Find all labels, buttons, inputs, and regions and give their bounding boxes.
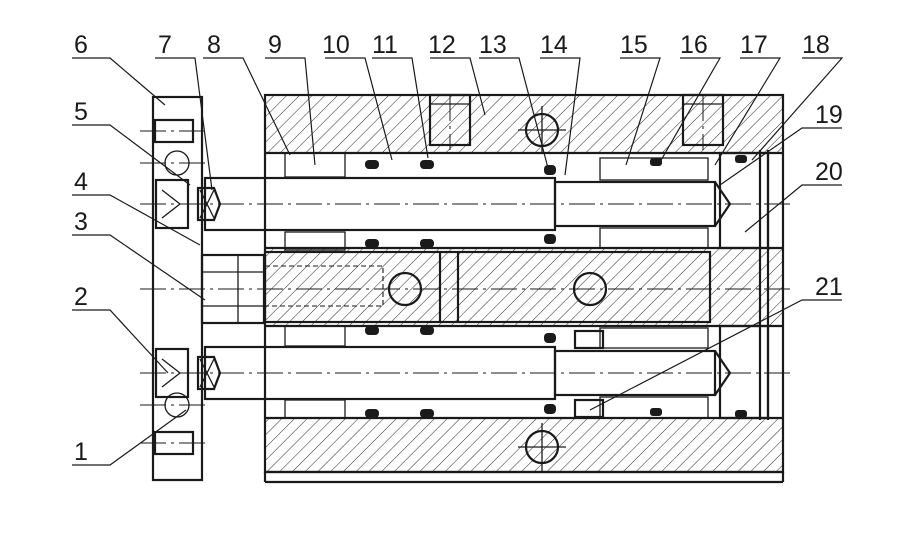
callout-2: 2 xyxy=(74,283,88,311)
callout-6: 6 xyxy=(74,31,88,59)
bolt-lower xyxy=(154,347,222,399)
callout-10: 10 xyxy=(322,31,350,59)
callout-13: 13 xyxy=(479,31,507,59)
callout-20: 20 xyxy=(815,158,843,186)
callout-11: 11 xyxy=(372,31,398,59)
magnet-upper xyxy=(573,329,605,350)
callout-12: 12 xyxy=(428,31,456,59)
callout-21: 21 xyxy=(815,273,843,301)
callout-7: 7 xyxy=(158,31,172,59)
callout-18: 18 xyxy=(802,31,830,59)
callout-labels: 1 2 3 4 5 6 7 8 9 10 11 12 13 14 15 16 1… xyxy=(74,31,843,466)
body-top-wall xyxy=(265,95,783,153)
callout-9: 9 xyxy=(268,31,282,59)
body-middle-web xyxy=(265,248,783,326)
hex-nut xyxy=(200,253,266,325)
callout-5: 5 xyxy=(74,98,88,126)
body-bottom-wall xyxy=(265,418,783,472)
callout-17: 17 xyxy=(740,31,768,59)
upper-piston-rod xyxy=(140,176,795,232)
callout-16: 16 xyxy=(680,31,708,59)
lower-piston-rod xyxy=(140,345,795,401)
callout-1: 1 xyxy=(74,438,88,466)
callout-19: 19 xyxy=(815,101,843,129)
callout-14: 14 xyxy=(540,31,568,59)
callout-3: 3 xyxy=(74,208,88,236)
magnet-lower xyxy=(573,398,605,419)
callout-8: 8 xyxy=(207,31,221,59)
seal-bushings xyxy=(284,152,747,419)
callout-4: 4 xyxy=(74,168,88,196)
cylinder-body xyxy=(263,93,785,484)
callout-15: 15 xyxy=(620,31,648,59)
leader-lines xyxy=(72,57,844,466)
